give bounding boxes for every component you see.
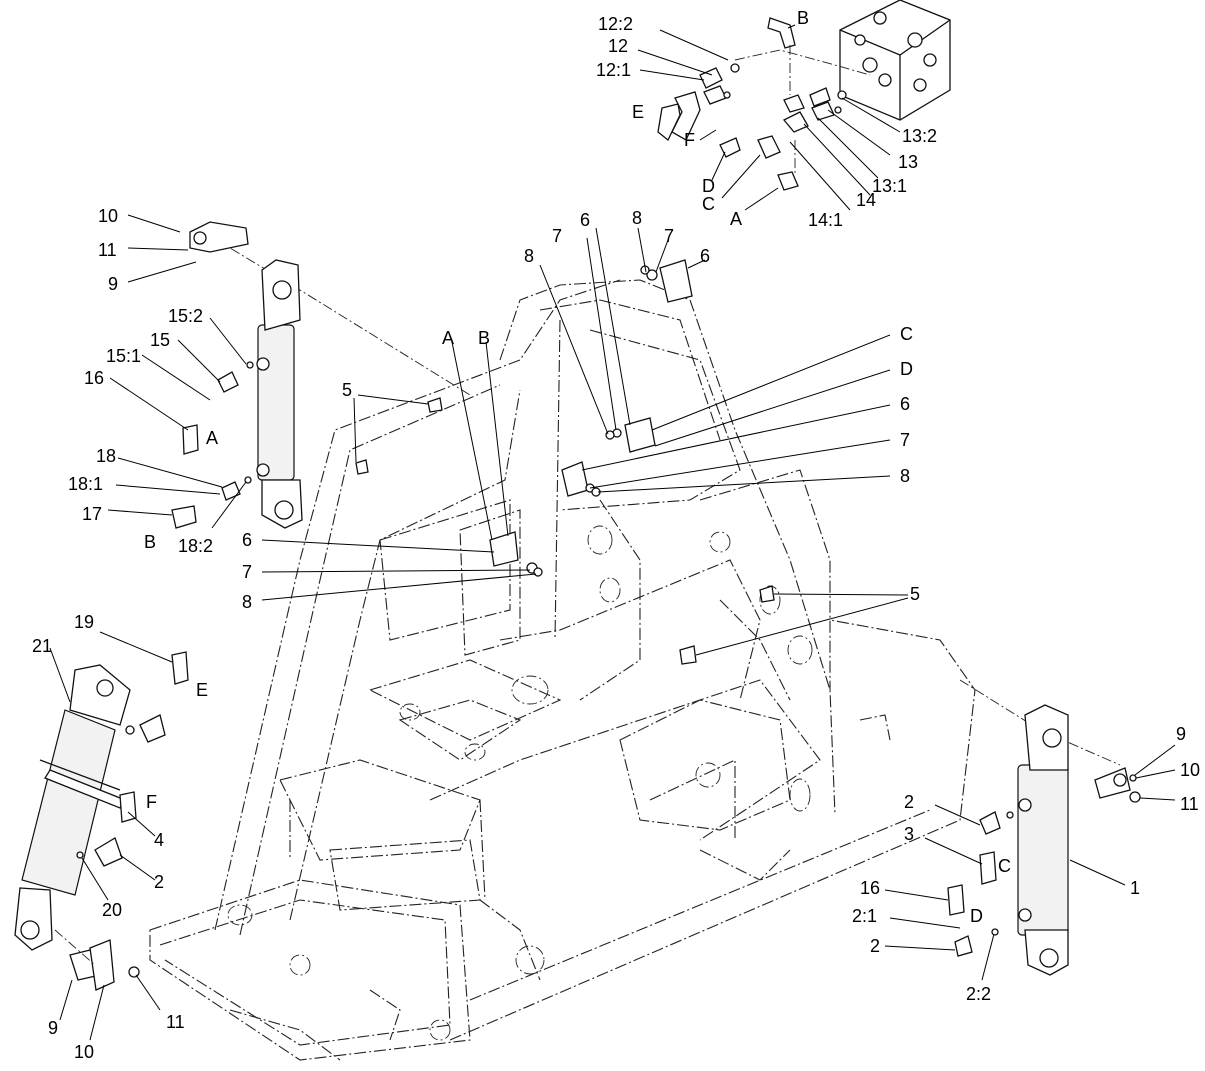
- callout-13-2: 13:2: [902, 126, 937, 146]
- callout-a-upper-left: A: [206, 428, 218, 448]
- leader-lines: [49, 24, 1176, 1041]
- callout-b-center: B: [478, 328, 490, 348]
- callout-11-right: 11: [1180, 794, 1199, 814]
- callout-2-2: 2:2: [966, 984, 991, 1004]
- callout-f-lower-left: F: [146, 792, 157, 812]
- callout-7-top: 7: [664, 226, 674, 246]
- callout-1: 1: [1130, 878, 1140, 898]
- callout-15-1: 15:1: [106, 346, 141, 366]
- left-lower-cylinder: [14, 651, 189, 991]
- right-cylinder: [947, 679, 1141, 976]
- callout-15: 15: [150, 330, 170, 350]
- callout-2-right-lower: 2: [870, 936, 880, 956]
- callout-5-left: 5: [342, 380, 352, 400]
- callout-15-2: 15:2: [168, 306, 203, 326]
- callout-10-lower-left: 10: [74, 1042, 94, 1062]
- callout-a-center: A: [442, 328, 454, 348]
- callout-10-upper-left: 10: [98, 206, 118, 226]
- callout-c-valve: C: [702, 194, 715, 214]
- callout-18-2: 18:2: [178, 536, 213, 556]
- callout-9-upper-left: 9: [108, 274, 118, 294]
- callout-9-right: 9: [1176, 724, 1186, 744]
- loader-frame: [149, 279, 976, 1061]
- callout-16-right: 16: [860, 878, 880, 898]
- callout-13: 13: [898, 152, 918, 172]
- callout-6-left: 6: [242, 530, 252, 550]
- callout-2-lower-left: 2: [154, 872, 164, 892]
- callout-14: 14: [856, 190, 876, 210]
- callout-9-lower-left: 9: [48, 1018, 58, 1038]
- callout-2-1: 2:1: [852, 906, 877, 926]
- callout-3: 3: [904, 824, 914, 844]
- callout-2-right-upper: 2: [904, 792, 914, 812]
- callout-18-1: 18:1: [68, 474, 103, 494]
- callout-8-right: 8: [900, 466, 910, 486]
- callout-d-right: D: [970, 906, 983, 926]
- left-upper-cylinder: [171, 221, 471, 529]
- callout-20: 20: [102, 900, 122, 920]
- callout-11-lower-left: 11: [166, 1012, 185, 1032]
- callout-4: 4: [154, 830, 164, 850]
- valve-fittings: [657, 17, 871, 191]
- callout-12: 12: [608, 36, 628, 56]
- callout-10-right: 10: [1180, 760, 1200, 780]
- callout-7-left: 7: [242, 562, 252, 582]
- callout-11-upper-left: 11: [98, 240, 117, 260]
- callout-7-right: 7: [900, 430, 910, 450]
- callout-7-center-a: 7: [552, 226, 562, 246]
- callout-c-center: C: [900, 324, 913, 344]
- callout-12-1: 12:1: [596, 60, 631, 80]
- callout-d-valve: D: [702, 176, 715, 196]
- callout-16-upper-left: 16: [84, 368, 104, 388]
- callout-a-valve: A: [730, 209, 742, 229]
- callout-b-valve: B: [797, 8, 809, 28]
- callout-6-right: 6: [900, 394, 910, 414]
- callout-17: 17: [82, 504, 102, 524]
- callout-6-center-a: 6: [580, 210, 590, 230]
- callout-6-top: 6: [700, 246, 710, 266]
- callout-12-2: 12:2: [598, 14, 633, 34]
- callout-e-lower-left: E: [196, 680, 208, 700]
- callout-5-right: 5: [910, 584, 920, 604]
- hardware: [355, 259, 775, 665]
- callout-18: 18: [96, 446, 116, 466]
- callout-8-center-a: 8: [524, 246, 534, 266]
- callout-f-valve: F: [684, 130, 695, 150]
- callout-d-center: D: [900, 359, 913, 379]
- callout-21: 21: [32, 636, 52, 656]
- callout-8-top: 8: [632, 208, 642, 228]
- callout-c-right: C: [998, 856, 1011, 876]
- callout-13-1: 13:1: [872, 176, 907, 196]
- callout-b-upper-left: B: [144, 532, 156, 552]
- control-valve: [839, 0, 951, 121]
- callout-e-valve: E: [632, 102, 644, 122]
- callout-labels: 12:2 12 12:1 B E F 13:2 13 13:1 14 14:1 …: [32, 8, 1200, 1062]
- callout-14-1: 14:1: [808, 210, 843, 230]
- callout-19: 19: [74, 612, 94, 632]
- callout-8-left: 8: [242, 592, 252, 612]
